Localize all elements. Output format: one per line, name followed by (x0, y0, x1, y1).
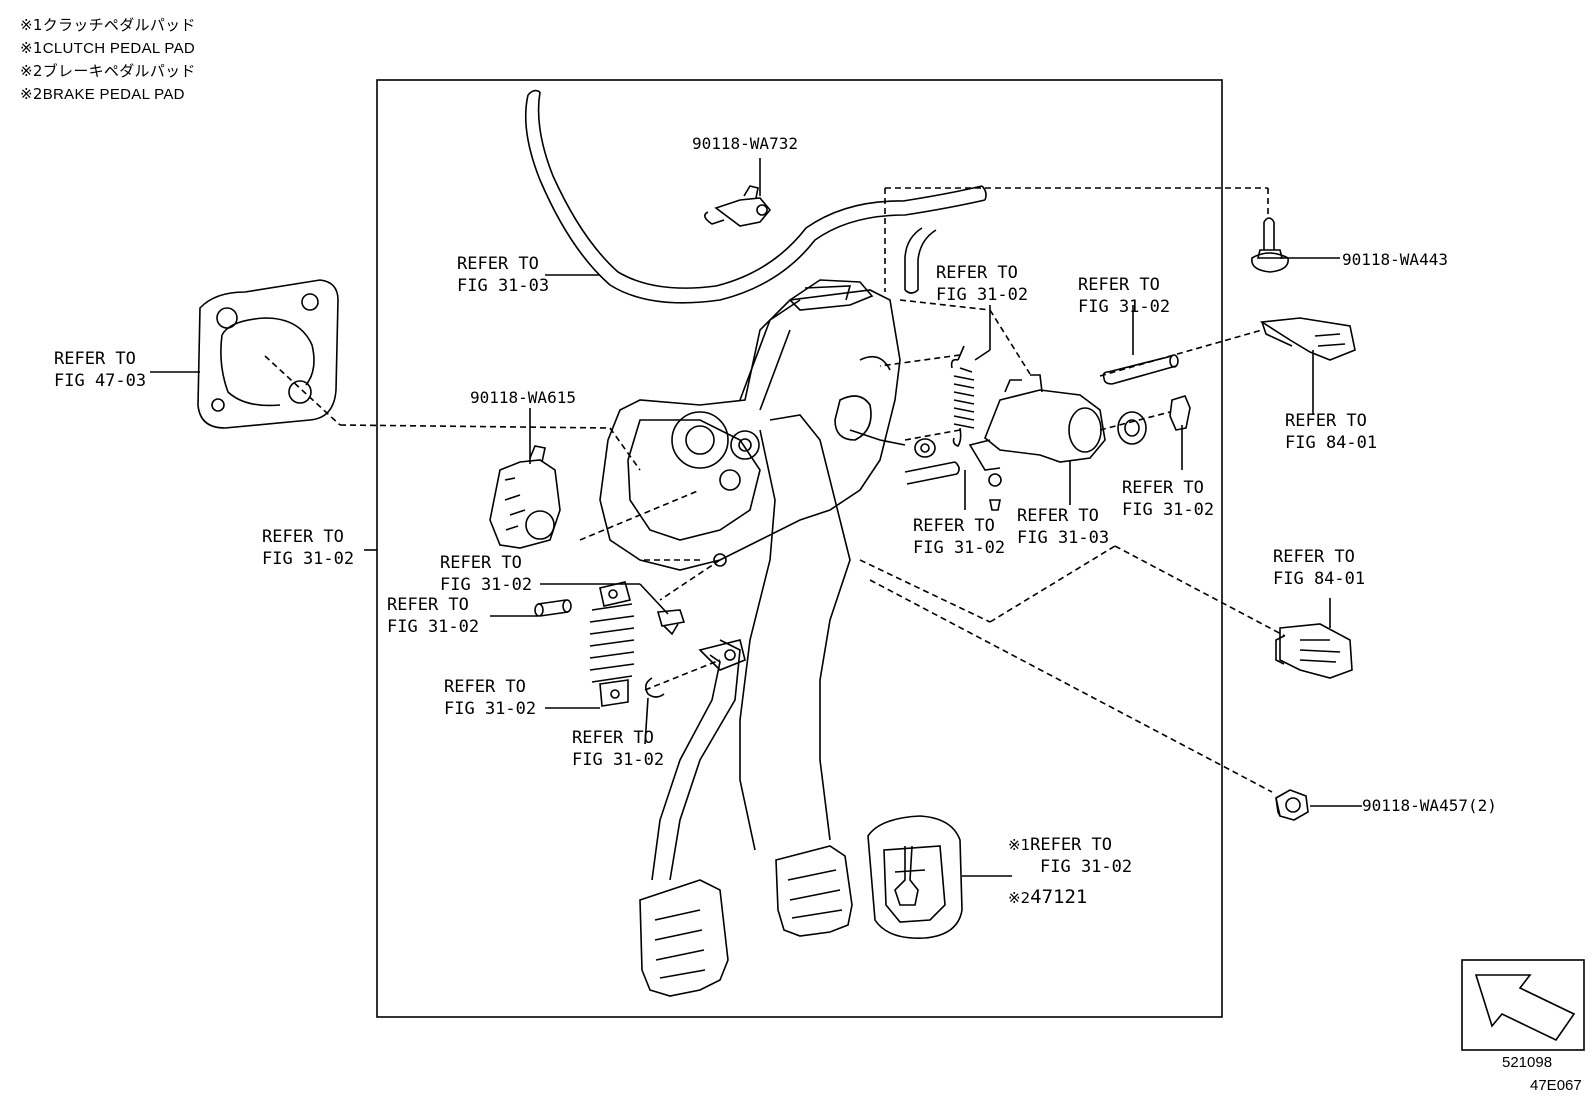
diagram-frame (376, 79, 1223, 1018)
assist-spring (589, 581, 635, 707)
dashed-guides (264, 187, 1286, 793)
footnote-1: ※1クラッチペダルパッド (20, 16, 196, 34)
switch-connector-upper (1259, 317, 1356, 361)
part-number-wa457[interactable]: 90118-WA457(2) (1362, 796, 1497, 815)
part-number-wa615[interactable]: 90118-WA615 (470, 388, 576, 407)
pedal-pad-rubber (867, 815, 963, 939)
part-number-47121[interactable]: ※247121 (1008, 886, 1088, 908)
footnotes: ※1クラッチペダルパッド ※1CLUTCH PEDAL PAD ※2ブレーキペダ… (20, 14, 196, 106)
flange-gasket (197, 279, 339, 429)
clutch-pedal-pad (639, 879, 729, 997)
clutch-master-cylinder (968, 374, 1147, 511)
return-spring-upper (950, 345, 975, 447)
pedal-arms (651, 414, 851, 881)
push-nut (656, 609, 686, 636)
hose-clip (704, 185, 772, 227)
part-number-wa443[interactable]: 90118-WA443 (1342, 250, 1448, 269)
clevis-pin (1102, 354, 1179, 385)
brake-pedal-pad (775, 845, 853, 937)
part-number-wa732[interactable]: 90118-WA732 (692, 134, 798, 153)
flange-nut (1275, 789, 1309, 821)
pedal-switch-bracket (489, 445, 561, 549)
illustration-code: 47E067 (1530, 1077, 1582, 1094)
front-arrow-box (1461, 959, 1585, 1051)
e-clip (644, 677, 665, 698)
footnote-3: ※2ブレーキペダルパッド (20, 62, 196, 80)
small-pin (534, 599, 572, 617)
footnote-2: ※1CLUTCH PEDAL PAD (20, 39, 196, 57)
pedal-bracket (599, 279, 906, 571)
bolt (1251, 217, 1289, 273)
leader-lines (150, 158, 1362, 877)
reservoir-hose (524, 89, 987, 304)
retaining-clip (1169, 395, 1191, 431)
switch-connector-lower (1275, 623, 1353, 679)
ref-fig-31-02-clutch-pad[interactable]: ※1REFER TO FIG 31-02 (1008, 835, 1133, 877)
bushing (904, 438, 960, 485)
figure-code: 521098 (1502, 1054, 1553, 1071)
footnote-4: ※2BRAKE PEDAL PAD (20, 85, 185, 103)
